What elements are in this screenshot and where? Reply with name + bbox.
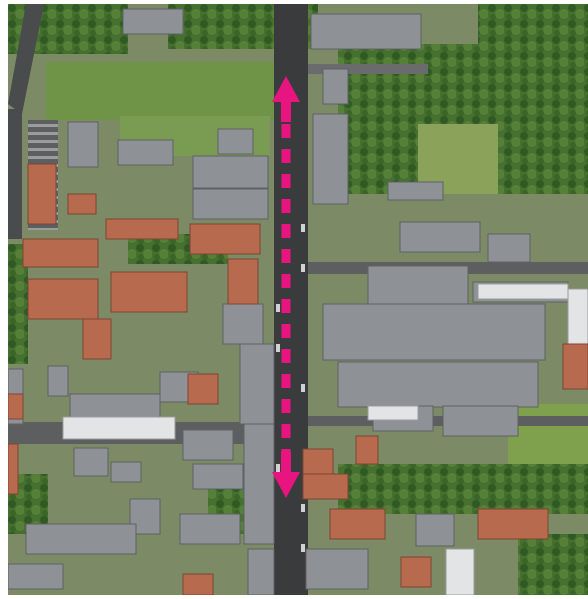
buildings-red bbox=[8, 163, 588, 595]
buildings-light bbox=[62, 283, 588, 595]
street-details bbox=[276, 224, 305, 552]
down-arrow-icon bbox=[272, 452, 300, 498]
up-arrow-icon bbox=[272, 76, 300, 122]
route-annotation bbox=[272, 76, 300, 498]
